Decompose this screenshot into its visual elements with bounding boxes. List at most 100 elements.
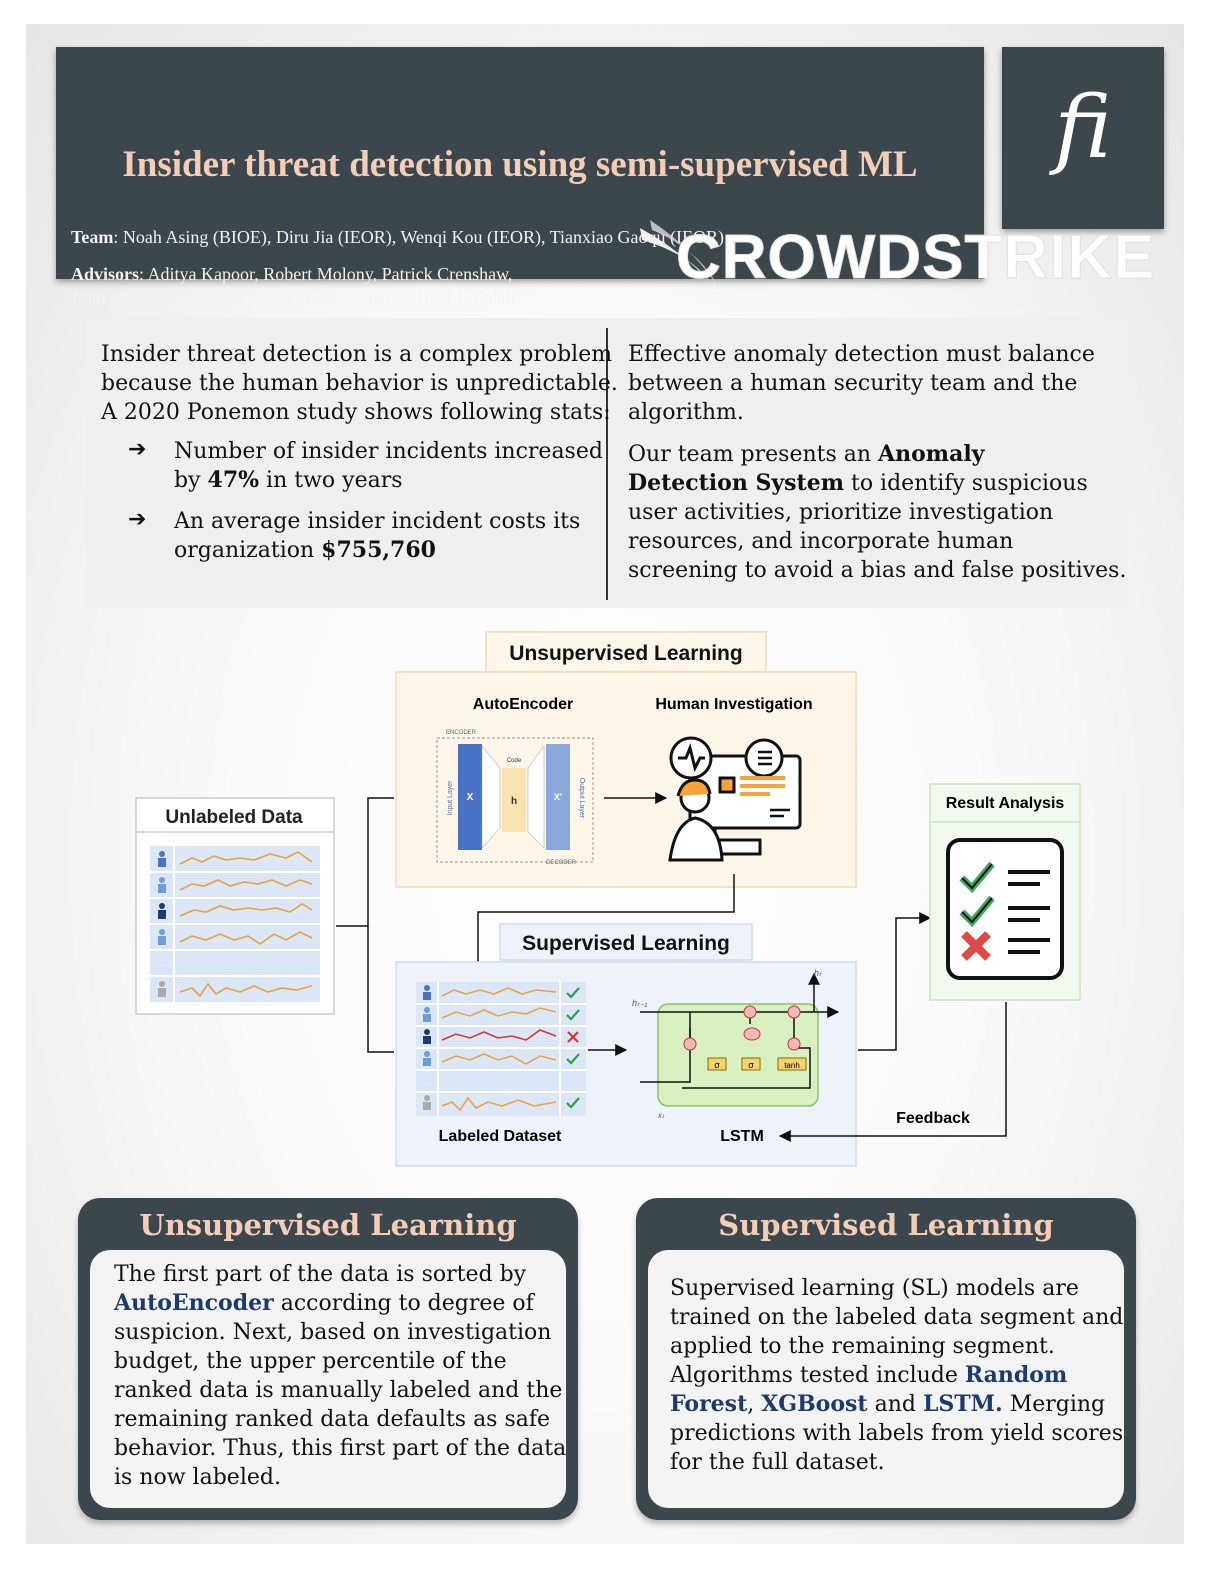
pipeline-diagram: Unsupervised Learning AutoEncoder Human … (135, 631, 1081, 1167)
supervised-title-box (499, 923, 753, 961)
svg-text:σ: σ (748, 1060, 754, 1070)
stat-text: Number of insider incidents increased (174, 439, 603, 464)
check-icon (566, 1009, 580, 1021)
intro-bold: Anomaly (878, 441, 985, 467)
stat-bullet-1: Number of insider incidents increased by… (174, 437, 603, 495)
panel-text: Algorithms tested include (670, 1363, 965, 1388)
intro-right-line: between a human security team and the (628, 371, 1078, 396)
fi-logo: ﬁ (1002, 47, 1164, 229)
labeled-dataset-grid: ... (416, 982, 586, 1116)
svg-text:Output Layer: Output Layer (578, 778, 585, 819)
svg-text:...: ... (158, 958, 166, 969)
panel-line: Algorithms tested include Random (670, 1361, 1123, 1390)
intro-right: Effective anomaly detection must balance… (628, 340, 1126, 585)
stat-bullet-2: An average insider incident costs its or… (174, 507, 580, 565)
crowdstrike-text: CROWDSTRIKE (676, 223, 1155, 290)
svg-text:xₜ: xₜ (657, 1111, 665, 1120)
feedback-label: Feedback (896, 1110, 970, 1127)
panel-line: Forest, XGBoost and LSTM. Merging (670, 1390, 1123, 1419)
labeled-dataset-label: Labeled Dataset (439, 1128, 562, 1145)
team-line: Team: Noah Asing (BIOE), Diru Jia (IEOR)… (71, 226, 724, 249)
supervised-panel-body (648, 1250, 1124, 1508)
autoencoder-graphic: ENCODER DECODER Code X h X' Input Layer … (436, 730, 594, 866)
stat-pre: by (174, 468, 208, 493)
panel-line: applied to the remaining segment. (670, 1334, 1055, 1359)
svg-text:hₜ: hₜ (814, 968, 822, 978)
highlight-xgboost: XGBoost (761, 1391, 868, 1417)
panel-line: remaining ranked data defaults as safe (114, 1407, 551, 1432)
intro-divider (606, 328, 608, 600)
stat-text: organization $755,760 (174, 536, 580, 565)
highlight-forest: Forest (670, 1391, 748, 1417)
checklist-icon (946, 838, 1064, 980)
panel-line: Supervised learning (SL) models are (670, 1276, 1079, 1301)
intro-left: Insider threat detection is a complex pr… (101, 340, 618, 427)
stat-post: in two years (259, 468, 403, 493)
advisors-label: Advisors (71, 264, 140, 284)
svg-text:h: h (511, 796, 517, 807)
panel-line: budget, the upper percentile of the (114, 1349, 507, 1374)
intro-text: to identify suspicious (843, 471, 1088, 496)
highlight-lstm: LSTM. (922, 1391, 1003, 1417)
svg-text:hₜ₋₁: hₜ₋₁ (632, 998, 647, 1008)
intro-right-line: Effective anomaly detection must balance (628, 342, 1095, 367)
check-icon (566, 1097, 580, 1109)
svg-text:DECODER: DECODER (546, 860, 577, 866)
fi-logo-text: ﬁ (1054, 78, 1112, 178)
arrow-bullet-icon: ➔ (128, 507, 147, 532)
advisors-line-2: John Stringer, Mihaela Gaman, Aisha Asan… (71, 287, 516, 307)
human-investigation-icon (668, 736, 802, 862)
crowdstrike-logo: CROWDSTRIKE (640, 220, 1155, 290)
panel-line: predictions with labels from yield score… (670, 1421, 1124, 1446)
stat-text: by 47% in two years (174, 466, 603, 495)
svg-text:Input Layer: Input Layer (447, 780, 454, 816)
stat-value: $755,760 (321, 537, 436, 563)
intro-left-line: because the human behavior is unpredicta… (101, 371, 618, 396)
panel-line: ranked data is manually labeled and the (114, 1378, 563, 1403)
supervised-panel-title: Supervised Learning (718, 1208, 1054, 1242)
poster-title: Insider threat detection using semi-supe… (122, 144, 918, 185)
unsupervised-panel-text: The first part of the data is sorted by … (114, 1260, 566, 1492)
intro-right-line: Our team presents an Anomaly (628, 440, 1126, 469)
panel-text: according to degree of (273, 1291, 534, 1316)
panel-text: and (867, 1392, 923, 1417)
lstm-cell-graphic: σ σ tanh hₜ hₜ₋₁ xₜ (632, 968, 840, 1120)
advisors-names-1: : Aditya Kapoor, Robert Molony, Patrick … (139, 264, 513, 284)
unlabeled-data-label: Unlabeled Data (165, 807, 303, 828)
intro-right-line: resources, and incorporate human (628, 529, 1014, 554)
panel-line: for the full dataset. (670, 1450, 885, 1475)
result-analysis-label: Result Analysis (946, 795, 1065, 812)
intro-right-line: algorithm. (628, 400, 744, 425)
panel-line: The first part of the data is sorted by (114, 1262, 527, 1287)
panel-line: suspicion. Next, based on investigation (114, 1320, 552, 1345)
unsupervised-panel-title: Unsupervised Learning (139, 1208, 517, 1242)
intro-left-line: Insider threat detection is a complex pr… (101, 342, 613, 367)
lstm-label: LSTM (720, 1128, 764, 1145)
intro-right-line: screening to avoid a bias and false posi… (628, 558, 1127, 583)
intro-left-line: A 2020 Ponemon study shows following sta… (101, 400, 611, 425)
panel-text: Merging (1002, 1392, 1106, 1417)
cross-icon (567, 1031, 579, 1043)
svg-text:σ: σ (714, 1060, 720, 1070)
advisors-line: Advisors: Aditya Kapoor, Robert Molony, … (71, 263, 512, 286)
team-label: Team (71, 227, 114, 247)
stat-pre: organization (174, 538, 322, 563)
unsupervised-panel-body (90, 1250, 566, 1508)
panel-line: AutoEncoder according to degree of (114, 1289, 566, 1318)
check-icon (566, 1053, 580, 1065)
intro-text: Our team presents an (628, 442, 879, 467)
panel-text: , (747, 1392, 762, 1417)
panel-line: behavior. Thus, this first part of the d… (114, 1436, 567, 1461)
svg-text:Code: Code (507, 758, 522, 764)
svg-text:tanh: tanh (784, 1061, 800, 1070)
unsupervised-title: Unsupervised Learning (509, 642, 742, 665)
intro-right-line: Detection System to identify suspicious (628, 469, 1126, 498)
arrow-bullet-icon: ➔ (128, 437, 147, 462)
intro-right-line: user activities, prioritize investigatio… (628, 500, 1054, 525)
svg-text:...: ... (423, 1076, 431, 1086)
human-investigation-label: Human Investigation (655, 696, 812, 713)
intro-box: Insider threat detection is a complex pr… (86, 318, 1128, 608)
supervised-panel-text: Supervised learning (SL) models are trai… (670, 1274, 1123, 1477)
svg-text:X': X' (554, 792, 562, 802)
intro-bold: Detection System (628, 470, 844, 496)
